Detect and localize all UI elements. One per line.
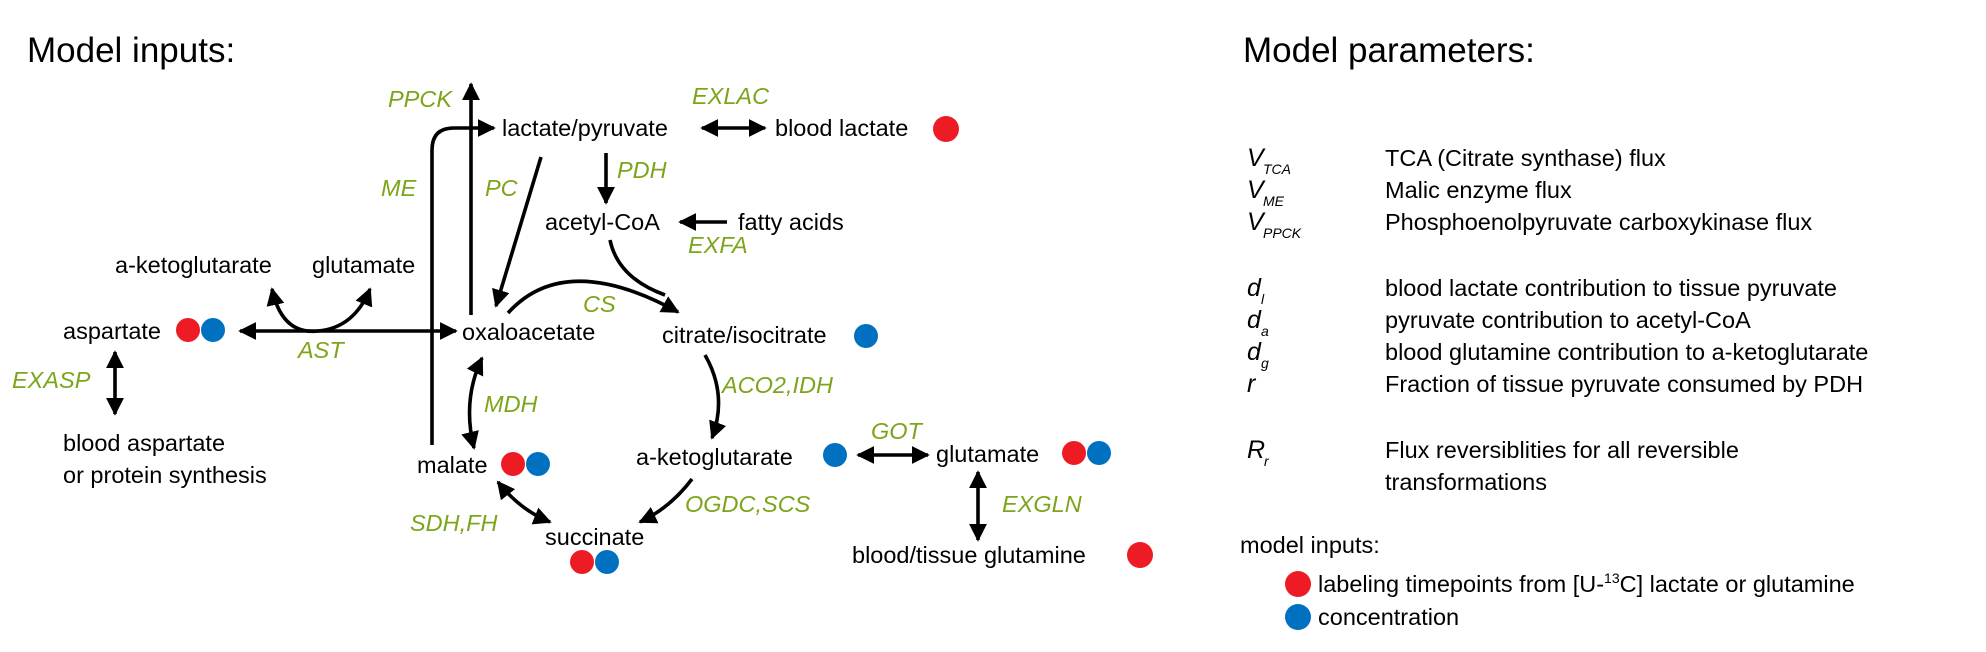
concentration-dot: [823, 443, 847, 467]
legend: model inputs: labeling timepoints from […: [1240, 532, 1855, 630]
model-parameters-title: Model parameters:: [1243, 31, 1535, 70]
enzyme-mdh: MDH: [484, 391, 538, 417]
pc-arrow: [492, 156, 543, 308]
concentration-dot: [526, 452, 550, 476]
fatty-acids-label: fatty acids: [738, 209, 844, 235]
param-v-tca: V TCA TCA (Citrate synthase) flux: [1247, 144, 1666, 177]
malate-label: malate: [417, 452, 488, 478]
labeling-dot: [1062, 441, 1086, 465]
legend-concentration-dot: [1285, 604, 1311, 630]
enzyme-me: ME: [381, 175, 417, 201]
param-description: blood lactate contribution to tissue pyr…: [1385, 275, 1837, 301]
param-description: Flux reversiblities for all reversible: [1385, 437, 1739, 463]
param-symbol: V: [1247, 176, 1266, 204]
param-subscript: a: [1261, 323, 1269, 339]
legend-labeling-post: C] lactate or glutamine: [1620, 571, 1855, 597]
legend-isotope-superscript: 13: [1604, 570, 1620, 586]
param-subscript: l: [1261, 291, 1265, 307]
param-r-r: R r Flux reversiblities for all reversib…: [1247, 436, 1739, 495]
glutamate-label: glutamate: [936, 441, 1039, 467]
acetyl-coa-to-citrate-arrow: [608, 239, 666, 297]
param-d-a: d a pyruvate contribution to acetyl-CoA: [1247, 306, 1751, 339]
param-description: Malic enzyme flux: [1385, 177, 1572, 203]
cs-arrow: [506, 279, 680, 315]
ast-transamination-arrow: [266, 287, 373, 334]
pathway-arrows: [106, 82, 987, 542]
blood-lactate-label: blood lactate: [775, 115, 908, 141]
concentration-dot: [595, 550, 619, 574]
enzyme-ogdc-scs: OGDC,SCS: [685, 491, 811, 517]
param-description: TCA (Citrate synthase) flux: [1385, 145, 1666, 171]
param-d-l: d l blood lactate contribution to tissue…: [1247, 274, 1837, 307]
protein-synthesis-label: or protein synthesis: [63, 462, 267, 488]
legend-labeling-pre: labeling timepoints from [U-: [1318, 571, 1604, 597]
param-symbol: d: [1247, 338, 1262, 366]
concentration-dot: [1087, 441, 1111, 465]
aco2-idh-arrow: [703, 354, 727, 440]
param-symbol: d: [1247, 306, 1262, 334]
param-symbol: d: [1247, 274, 1262, 302]
param-description: Phosphoenolpyruvate carboxykinase flux: [1385, 209, 1812, 235]
param-d-g: d g blood glutamine contribution to a-ke…: [1247, 338, 1868, 371]
a-ketoglutarate-label: a-ketoglutarate: [636, 444, 793, 470]
concentration-dot: [854, 324, 878, 348]
param-symbol: V: [1247, 208, 1266, 236]
param-subscript: g: [1261, 355, 1269, 371]
enzyme-exfa: EXFA: [688, 232, 748, 258]
fraction-parameters: d l blood lactate contribution to tissue…: [1247, 274, 1868, 398]
param-description: blood glutamine contribution to a-ketogl…: [1385, 339, 1868, 365]
labeling-dot: [1127, 542, 1153, 568]
enzyme-cs: CS: [583, 291, 616, 317]
flux-parameters: V TCA TCA (Citrate synthase) flux V ME M…: [1247, 144, 1812, 241]
blood-glutamine-label: blood/tissue glutamine: [852, 542, 1086, 568]
legend-labeling-dot: [1285, 571, 1311, 597]
labeling-dot: [933, 116, 959, 142]
labeling-dot: [501, 452, 525, 476]
param-subscript: ME: [1263, 193, 1285, 209]
enzyme-ppck: PPCK: [388, 86, 453, 112]
a-ketoglutarate-ast-label: a-ketoglutarate: [115, 252, 272, 278]
legend-labeling-text: labeling timepoints from [U-13C] lactate…: [1318, 570, 1855, 597]
enzyme-exasp: EXASP: [12, 367, 91, 393]
citrate-isocitrate-label: citrate/isocitrate: [662, 322, 827, 348]
param-symbol: r: [1247, 370, 1257, 398]
param-subscript: PPCK: [1263, 225, 1302, 241]
param-subscript: TCA: [1263, 161, 1291, 177]
param-description-cont: transformations: [1385, 469, 1547, 495]
sdh-fh-arrow: [496, 480, 552, 525]
param-v-me: V ME Malic enzyme flux: [1247, 176, 1572, 209]
param-symbol: R: [1247, 436, 1265, 464]
glutamate-ast-label: glutamate: [312, 252, 415, 278]
param-r: r Fraction of tissue pyruvate consumed b…: [1247, 370, 1863, 398]
labeling-dot: [176, 318, 200, 342]
input-markers: [176, 116, 1153, 574]
concentration-dot: [201, 318, 225, 342]
enzyme-aco2-idh: ACO2,IDH: [720, 372, 833, 398]
param-subscript: r: [1264, 453, 1270, 469]
labeling-dot: [570, 550, 594, 574]
model-inputs-title: Model inputs:: [27, 31, 235, 70]
enzyme-pdh: PDH: [617, 157, 667, 183]
enzyme-sdh-fh: SDH,FH: [410, 510, 498, 536]
param-description: Fraction of tissue pyruvate consumed by …: [1385, 371, 1863, 397]
param-v-ppck: V PPCK Phosphoenolpyruvate carboxykinase…: [1247, 208, 1812, 241]
enzyme-got: GOT: [871, 418, 924, 444]
legend-concentration-text: concentration: [1318, 604, 1459, 630]
blood-aspartate-label: blood aspartate: [63, 430, 225, 456]
param-symbol: V: [1247, 144, 1266, 172]
enzyme-pc: PC: [485, 175, 519, 201]
enzyme-exgln: EXGLN: [1002, 491, 1082, 517]
enzyme-exlac: EXLAC: [692, 83, 770, 109]
oxaloacetate-label: oxaloacetate: [462, 319, 595, 345]
acetyl-coa-label: acetyl-CoA: [545, 209, 660, 235]
succinate-label: succinate: [545, 524, 644, 550]
lactate-pyruvate-label: lactate/pyruvate: [502, 115, 668, 141]
me-arrow: [430, 119, 496, 445]
mdh-arrow: [461, 356, 484, 450]
enzyme-ast: AST: [296, 337, 345, 363]
legend-title: model inputs:: [1240, 532, 1380, 558]
ogdc-scs-arrow: [638, 477, 694, 524]
aspartate-label: aspartate: [63, 318, 161, 344]
param-description: pyruvate contribution to acetyl-CoA: [1385, 307, 1751, 333]
